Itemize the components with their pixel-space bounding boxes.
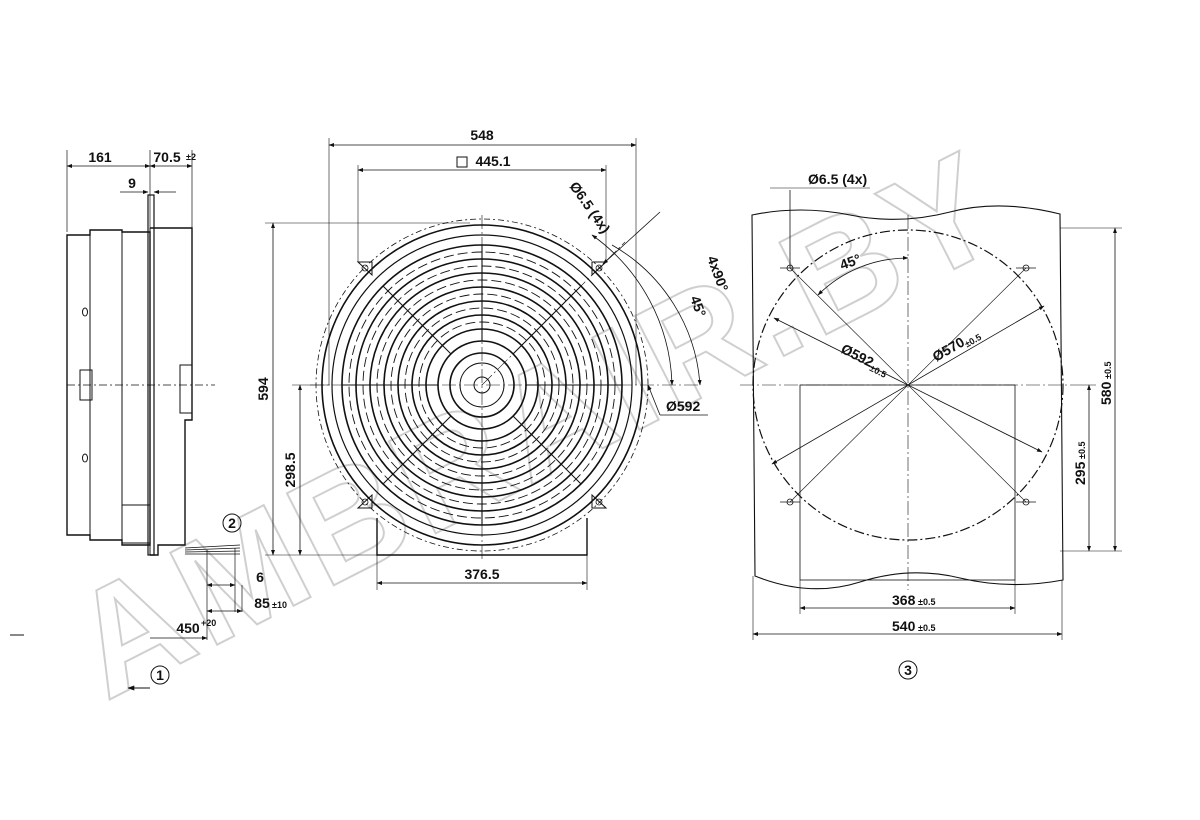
hole-label: Ø6.5 (4x): [567, 179, 614, 237]
cutout-angle-label: 45°: [838, 251, 863, 273]
dia-592-tol: ±0.5: [868, 363, 888, 380]
dim-295-label: 295: [1072, 461, 1088, 485]
dim-85-label: 85: [254, 595, 270, 611]
dim-450-label: 450: [176, 620, 200, 636]
dim-368-label: 368: [892, 592, 916, 608]
side-view-body: [66, 229, 151, 546]
dim-161-label: 161: [88, 149, 112, 165]
dim-295-tol: ±0.5: [1077, 442, 1087, 459]
side-view-motor: [150, 227, 193, 556]
side-view: [10, 150, 243, 691]
callout-1: 1: [156, 667, 164, 683]
cutout-lower-rect: [799, 384, 1016, 581]
dim-540-tol: ±0.5: [918, 623, 935, 633]
cutout-angle-arc: [817, 256, 909, 296]
cutout-hole-label: Ø6.5 (4x): [808, 171, 867, 187]
dia-570-tol: ±0.5: [963, 332, 983, 349]
dia-570-label: Ø570: [930, 334, 968, 365]
angle-arc-4x90: [591, 234, 674, 386]
callout-3: 3: [904, 662, 912, 678]
dim-9-label: 9: [128, 175, 136, 191]
front-view: [265, 138, 708, 590]
square-symbol: [456, 156, 468, 168]
dim-376-label: 376.5: [464, 566, 499, 582]
side-view-flange: [147, 194, 155, 556]
dim-548-label: 548: [470, 127, 494, 143]
dim-70-5-tol: ±2: [186, 152, 196, 162]
dim-594-label: 594: [255, 377, 271, 401]
dim-445-label: 445.1: [475, 153, 510, 169]
wall-break-outline: [751, 205, 1064, 590]
cutout-view: [740, 187, 1122, 680]
dim-6-label: 6: [256, 569, 264, 585]
angle-45-label: 45°: [687, 294, 709, 319]
dim-70-5-label: 70.5: [153, 149, 180, 165]
dim-85-tol: ±10: [272, 600, 287, 610]
dim-592-label: Ø592: [666, 398, 700, 414]
dim-450-tol: +20: [201, 618, 216, 628]
dim-298-label: 298.5: [282, 452, 298, 487]
dim-580-tol: ±0.5: [1103, 362, 1113, 379]
side-view-labels: 161 70.5 ±2 9 6 85 ±10 450 +20 1 2: [88, 149, 287, 683]
dim-368-tol: ±0.5: [918, 597, 935, 607]
dim-540-label: 540: [892, 618, 916, 634]
dim-580-label: 580: [1098, 381, 1114, 405]
angle-arc-45: [611, 244, 702, 386]
cable-bundle: [184, 544, 241, 555]
cutout-view-labels: Ø6.5 (4x) 45° Ø592 ±0.5 Ø570 ±0.5 580 ±0…: [808, 171, 1114, 678]
callout-2: 2: [228, 515, 236, 531]
